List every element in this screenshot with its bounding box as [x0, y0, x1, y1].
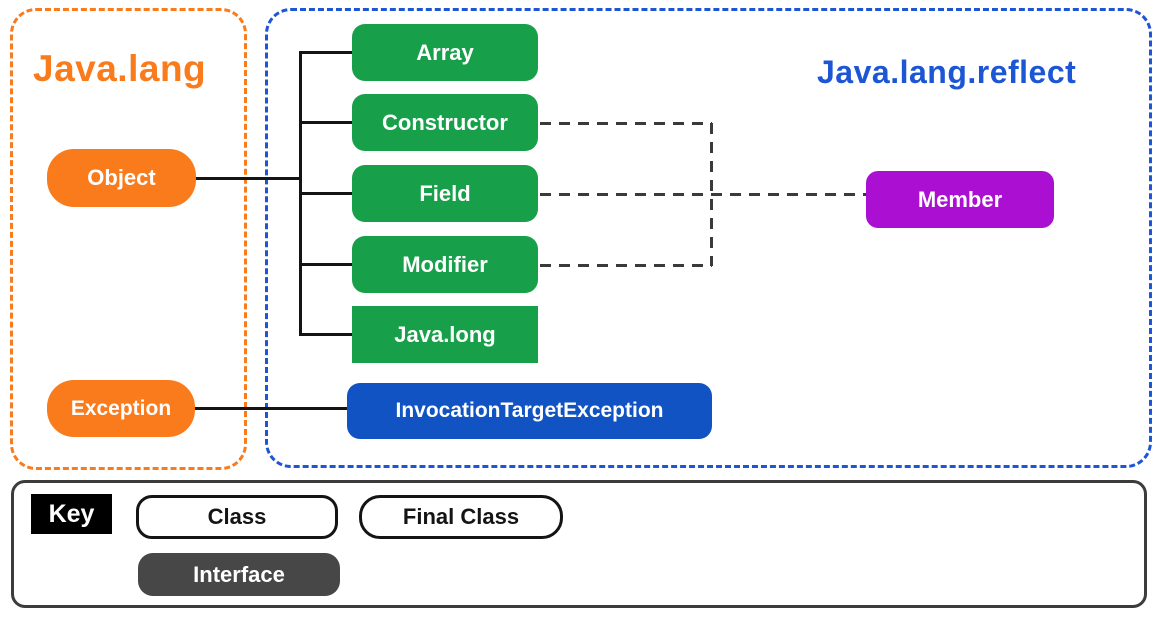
java-long-class-node: Java.long [352, 306, 538, 363]
constructor-final-class-node: Constructor [352, 94, 538, 151]
key-interface-sample: Interface [138, 553, 340, 596]
spine-to-array-connector [301, 51, 352, 54]
java-lang-group-box [10, 8, 247, 470]
invocation-target-exception-class-node: InvocationTargetException [347, 383, 712, 439]
modifier-to-member-dashed-connector [540, 264, 712, 267]
key-legend-panel: Key Class Final Class Interface [11, 480, 1147, 608]
java-lang-reflect-group-box [265, 8, 1152, 468]
inheritance-spine-line [299, 51, 302, 336]
spine-to-field-connector [301, 192, 352, 195]
member-interface-node: Member [866, 171, 1054, 228]
field-to-member-dashed-connector [540, 193, 866, 196]
array-final-class-node: Array [352, 24, 538, 81]
java-lang-reflect-group-title: Java.lang.reflect [817, 54, 1077, 90]
key-final-class-sample: Final Class [359, 495, 563, 539]
object-to-spine-connector [196, 177, 301, 180]
modifier-final-class-node: Modifier [352, 236, 538, 293]
object-class-node: Object [47, 149, 196, 207]
exception-to-ite-connector [195, 407, 347, 410]
constructor-to-member-dashed-connector [540, 122, 712, 125]
spine-to-constructor-connector [301, 121, 352, 124]
field-final-class-node: Field [352, 165, 538, 222]
spine-to-modifier-connector [301, 263, 352, 266]
key-legend-title: Key [31, 494, 112, 534]
exception-class-node: Exception [47, 380, 195, 437]
spine-to-javalong-connector [301, 333, 352, 336]
java-lang-group-title: Java.lang [33, 48, 207, 89]
key-class-sample: Class [136, 495, 338, 539]
